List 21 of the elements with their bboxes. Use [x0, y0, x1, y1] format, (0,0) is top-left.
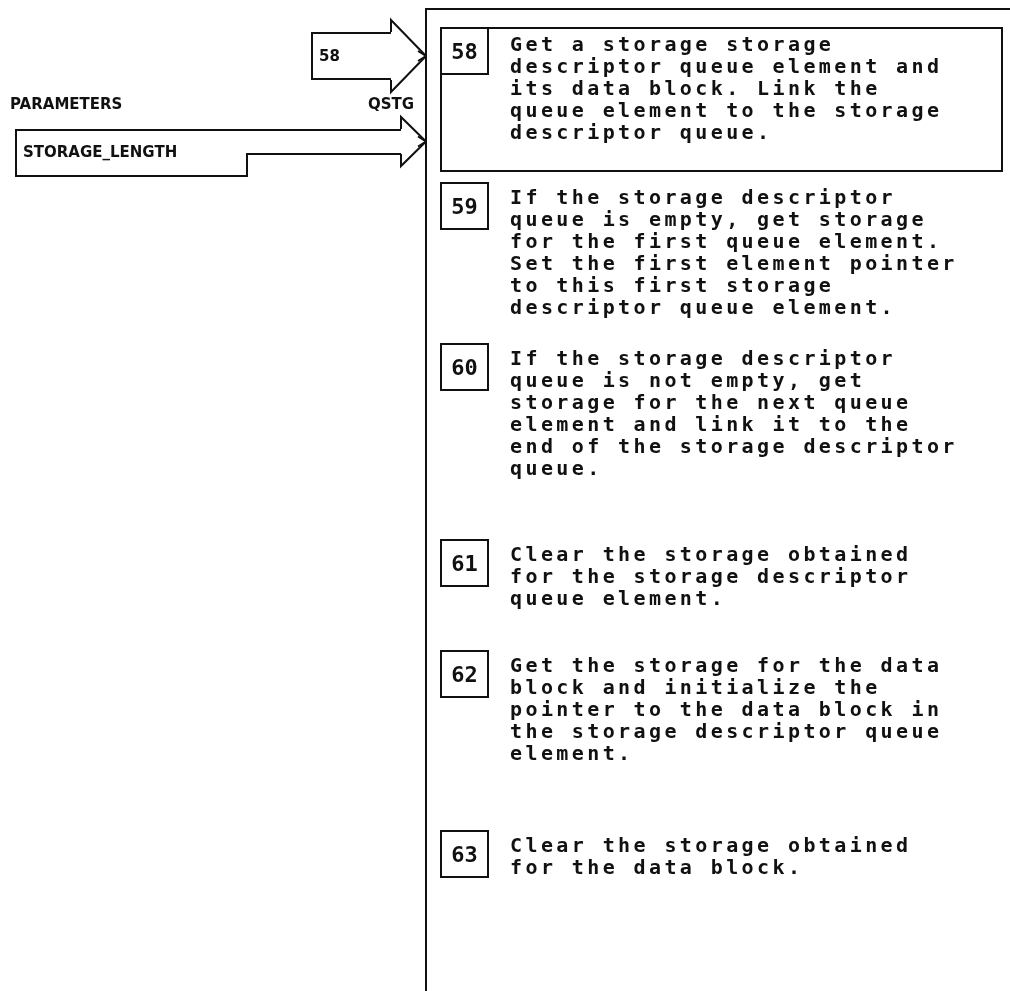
step-number: 62 — [440, 650, 489, 698]
parameter-name: STORAGE_LENGTH — [23, 143, 178, 161]
step-description: Clear the storage obtained for the storage descriptor queue element. — [510, 543, 913, 609]
step-number: 58 — [440, 27, 489, 75]
process-panel — [425, 8, 1010, 991]
input-arrow-head — [390, 17, 427, 95]
section-heading: PARAMETERS — [10, 95, 123, 113]
step-number: 60 — [440, 343, 489, 391]
step-number: 63 — [440, 830, 489, 878]
step-description: If the storage descriptor queue is not empty, get storage for the next queue element and link it to the end of the storage descriptor queue. — [510, 347, 959, 479]
step-description: Clear the storage obtained for the data block. — [510, 834, 913, 878]
input-arrow-head — [400, 114, 427, 169]
step-description: Get the storage for the data block and initialize the pointer to the data block in the storage descriptor queue element. — [510, 654, 944, 764]
step-box — [440, 27, 1003, 172]
input-name: 58 — [319, 47, 340, 65]
step-description: Get a storage storage descriptor queue element and its data block. Link the queue element to the storage descriptor queue. — [510, 33, 944, 143]
input-arrow-body — [311, 32, 391, 80]
step-description: If the storage descriptor queue is empty, get storage for the first queue element. Set the first element pointer to this first storage descriptor queue element. — [510, 186, 959, 318]
step-number: 61 — [440, 539, 489, 587]
module-name: QSTG — [368, 95, 415, 113]
step-number: 59 — [440, 182, 489, 230]
